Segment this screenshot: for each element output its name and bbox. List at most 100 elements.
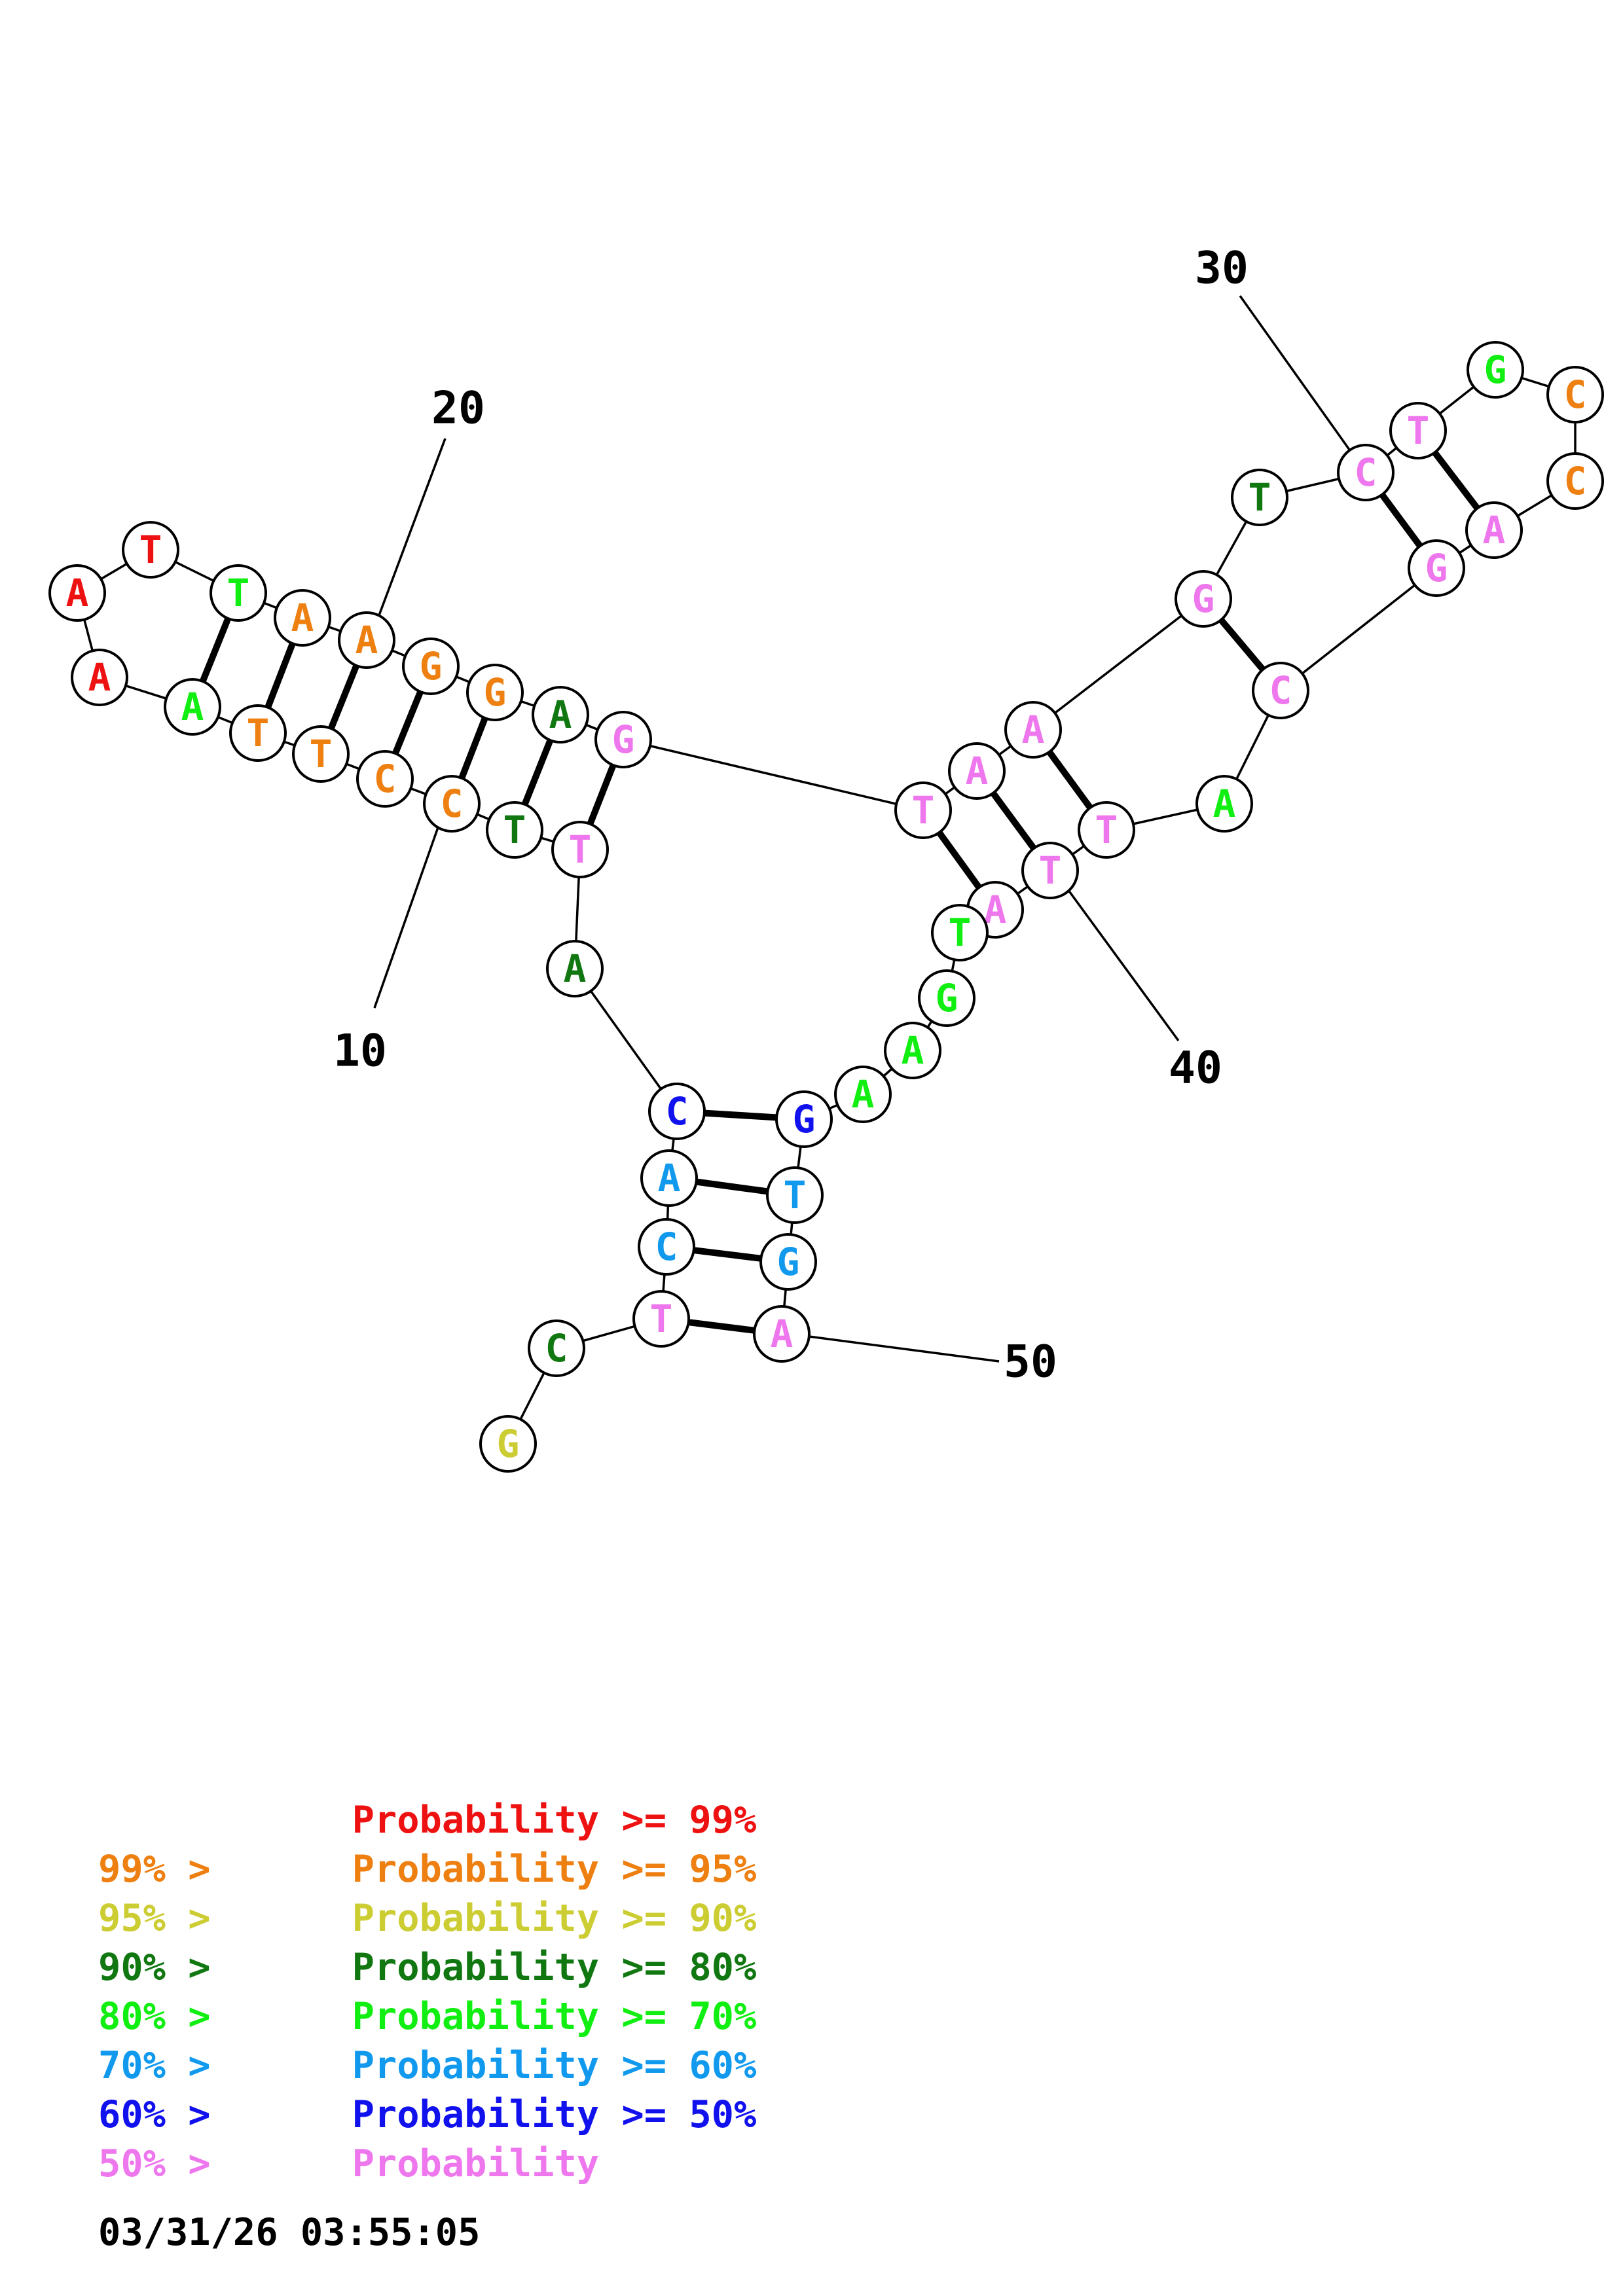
nucleotide-letter: A <box>356 618 378 662</box>
nucleotide-letter: A <box>549 692 572 737</box>
nucleotide: T <box>551 821 609 878</box>
nucleotide-letter: A <box>66 571 89 615</box>
nucleotide-circle <box>1389 402 1447 459</box>
nucleotide: T <box>486 801 543 859</box>
nucleotide-circle <box>528 1319 585 1377</box>
nucleotide-letter: T <box>227 571 250 615</box>
nucleotide-circle <box>466 664 524 721</box>
position-tick-line <box>1239 295 1354 456</box>
nucleotide: A <box>546 940 604 997</box>
nucleotide: T <box>1389 402 1447 459</box>
nucleotide-circle <box>292 725 350 783</box>
nucleotide-circle <box>356 750 414 808</box>
nucleotide-letter: G <box>1192 577 1215 621</box>
nucleotide-circle <box>164 678 221 736</box>
position-tick-line <box>373 817 443 1009</box>
nucleotide-letter: T <box>569 827 592 872</box>
legend-entry: Probability >= 99% <box>352 1799 757 1842</box>
nucleotide: C <box>1546 452 1604 510</box>
nucleotide: G <box>466 664 524 721</box>
nucleotide-letter: C <box>441 781 464 826</box>
nucleotide-letter: C <box>1269 668 1292 713</box>
nucleotide-circle <box>1231 469 1288 526</box>
nucleotide: T <box>210 564 267 622</box>
base-pair-bond <box>587 762 617 827</box>
position-tick-label: 20 <box>431 383 485 435</box>
base-pair-bond <box>199 615 232 685</box>
nucleotide: G <box>479 1415 537 1473</box>
nucleotide-circle <box>1175 570 1232 628</box>
nucleotide-letter: C <box>1564 372 1587 417</box>
nucleotide-letter: T <box>1095 808 1118 852</box>
nucleotide-letter: C <box>545 1326 568 1371</box>
nucleotide-letter: A <box>1483 508 1506 552</box>
nucleotide: C <box>638 1218 695 1276</box>
nucleotide: G <box>1175 570 1232 628</box>
nucleotide-letter: G <box>936 976 958 1020</box>
legend-entry-text: Probability >= 70% <box>352 1995 757 2038</box>
nucleotide-circle <box>122 521 179 579</box>
nucleotide-letter: G <box>777 1240 800 1284</box>
nucleotide-letter: C <box>666 1089 689 1134</box>
nucleotide-letter: A <box>771 1312 793 1356</box>
nucleotide: T <box>1231 469 1288 526</box>
nucleotide-circle <box>48 564 106 622</box>
backbone-layer <box>76 368 1577 1444</box>
nucleotide-letter: T <box>784 1173 807 1217</box>
nucleotide: C <box>423 775 481 833</box>
base-pair-bond <box>989 789 1038 852</box>
nucleotide: A <box>834 1066 892 1123</box>
nucleotide-letter: A <box>902 1028 924 1073</box>
nucleotide: T <box>894 781 952 839</box>
legend-entry-text: Probability >= 80% <box>352 1946 757 1989</box>
nucleotide-letter: G <box>1484 348 1507 392</box>
legend-entry: 99% > Probability >= 95% <box>98 1848 756 1891</box>
nucleotide-letter: G <box>1425 546 1448 590</box>
nucleotide-circle <box>546 940 604 997</box>
nucleotide-circle <box>1465 501 1523 559</box>
nucleotide-circle <box>229 704 287 762</box>
nucleotide-letter: A <box>852 1072 875 1117</box>
nucleotide-circle <box>479 1415 537 1473</box>
nucleotide-circle <box>423 775 481 833</box>
base-pair-bond <box>693 1178 771 1195</box>
nucleotide: A <box>753 1305 811 1363</box>
nucleotide: T <box>632 1290 690 1348</box>
nucleotide-letter: C <box>1355 450 1377 495</box>
base-pair-bond <box>1431 449 1481 512</box>
base-pair-bond <box>685 1319 758 1334</box>
base-pair-bond <box>327 662 360 732</box>
nucleotide-circle <box>1078 801 1135 859</box>
nucleotide-letter: T <box>912 788 935 833</box>
legend-entry: 95% > Probability >= 90% <box>98 1897 756 1940</box>
legend-entry-text: Probability >= 60% <box>352 2044 757 2087</box>
nucleotide-circle <box>648 1083 706 1140</box>
base-pair-bond <box>1378 491 1424 550</box>
backbone-segment <box>574 967 678 1113</box>
nucleotide-letter: T <box>247 711 270 755</box>
nucleotide-circle <box>632 1290 690 1348</box>
nucleotide: G <box>1467 341 1524 399</box>
nucleotide: A <box>884 1022 941 1079</box>
legend-entry-text: Probability >= 99% <box>352 1799 757 1842</box>
nucleotide-circle <box>1004 701 1062 759</box>
base-pair-bond <box>521 737 554 808</box>
nucleotide: A <box>71 649 128 706</box>
base-pair-bond <box>458 715 488 781</box>
position-tick-label: 50 <box>1004 1336 1057 1388</box>
nucleotide: A <box>338 611 395 669</box>
nucleotide-letter: T <box>1407 408 1430 453</box>
nucleotide-letter: G <box>497 1422 520 1466</box>
base-pair-bond <box>690 1247 765 1262</box>
nucleotide-letter: T <box>310 732 333 776</box>
nucleotide: T <box>292 725 350 783</box>
base-pair-layer <box>199 449 1481 1334</box>
nucleotide-letter: A <box>984 888 1007 932</box>
nucleotide-circle <box>486 801 543 859</box>
legend-entry-text: Probability >= 50% <box>352 2093 757 2136</box>
nucleotide-circle <box>640 1149 698 1207</box>
nucleotide: T <box>1078 801 1135 859</box>
